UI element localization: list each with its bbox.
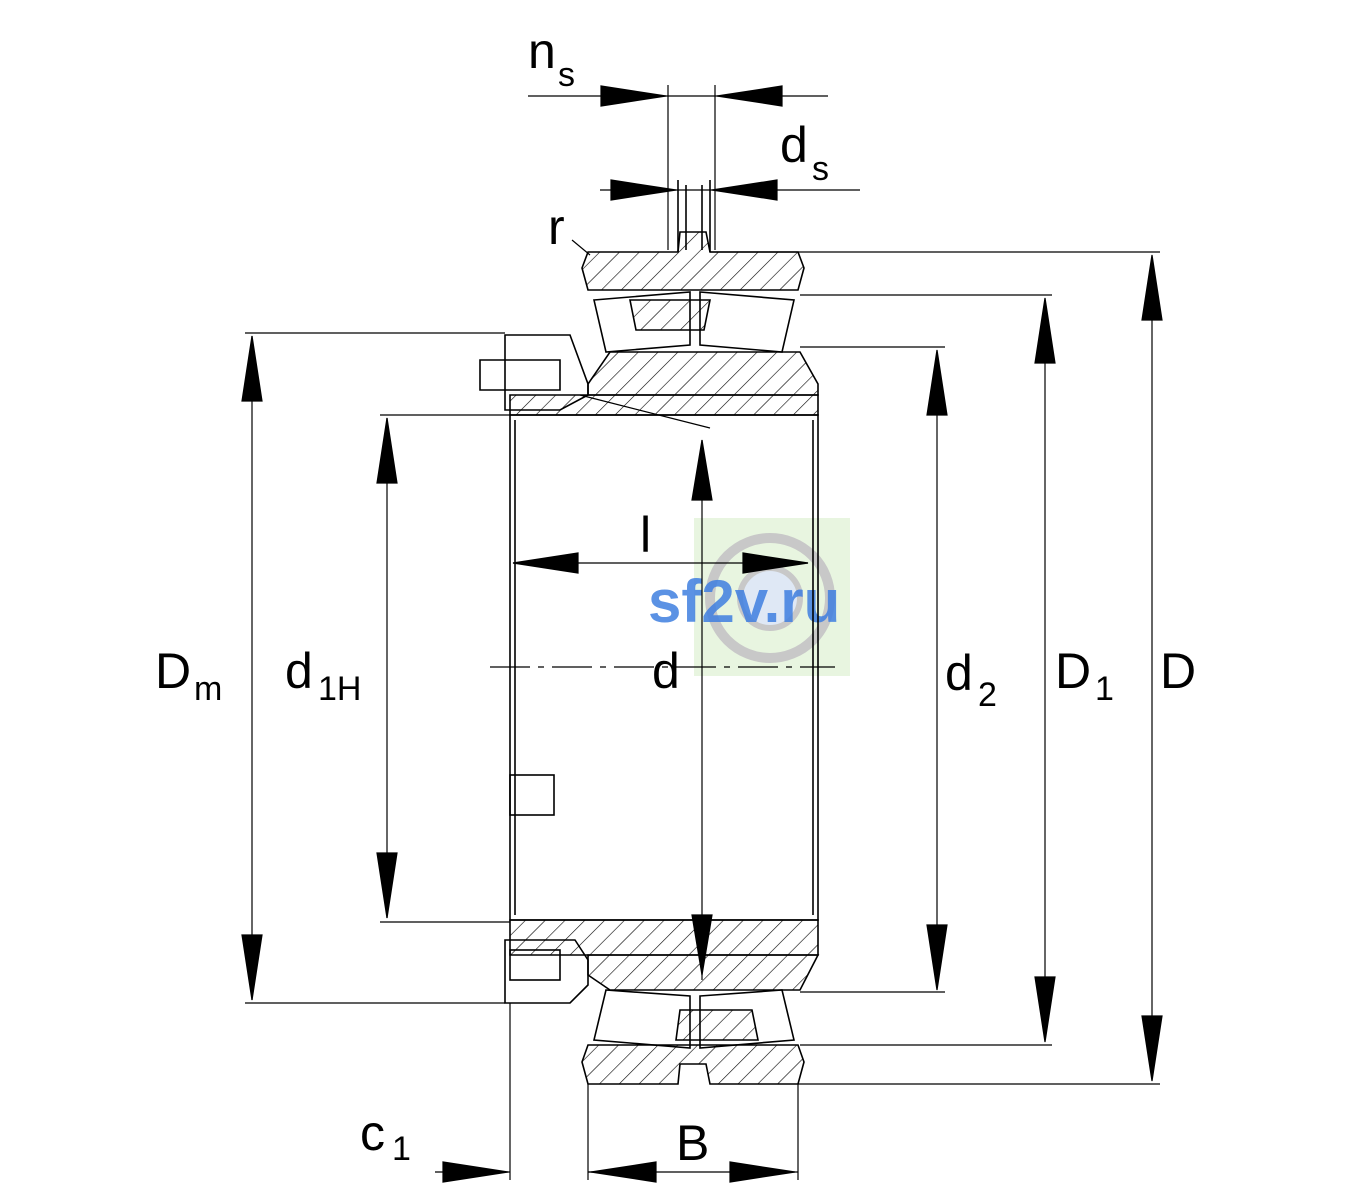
roller-top-left <box>593 291 691 353</box>
label-c1: c 1 <box>360 1105 411 1168</box>
lock-washer-top <box>479 359 561 391</box>
watermark-text: sf2v.ru <box>648 568 840 635</box>
svg-text:s: s <box>558 56 575 94</box>
label-r: r <box>548 199 565 255</box>
cage-top <box>629 299 711 331</box>
watermark: sf2v.ru <box>648 518 850 676</box>
svg-text:n: n <box>528 23 556 79</box>
label-ns: n s <box>528 23 575 94</box>
svg-text:2: 2 <box>978 676 997 714</box>
sleeve-slot <box>509 774 555 816</box>
svg-text:d: d <box>780 117 808 173</box>
watermark-bearing-icon <box>705 533 835 663</box>
label-D: D <box>1160 643 1196 699</box>
label-l: l <box>640 507 651 563</box>
outer-ring-top <box>581 231 805 291</box>
adapter-sleeve-top <box>509 394 819 416</box>
svg-text:1: 1 <box>1095 670 1114 708</box>
cage-bottom <box>675 1009 759 1041</box>
label-d2: d 2 <box>945 645 997 714</box>
label-ds: d s <box>780 117 829 188</box>
roller-top-right <box>699 291 795 353</box>
svg-text:D: D <box>155 643 191 699</box>
svg-text:m: m <box>194 670 222 708</box>
svg-text:D: D <box>1055 643 1091 699</box>
svg-text:s: s <box>812 150 829 188</box>
svg-text:1H: 1H <box>318 670 361 708</box>
label-B: B <box>676 1115 709 1171</box>
svg-text:d: d <box>945 645 973 701</box>
svg-text:c: c <box>360 1105 385 1161</box>
r-leader <box>571 239 591 256</box>
inner-ring-top <box>587 351 819 396</box>
label-D1: D 1 <box>1055 643 1114 708</box>
svg-text:d: d <box>285 643 313 699</box>
outer-ring-bottom <box>581 1044 805 1085</box>
label-d: d <box>652 643 680 699</box>
svg-text:1: 1 <box>392 1130 411 1168</box>
roller-bottom-left <box>593 989 691 1049</box>
label-d1H: d 1H <box>285 643 361 708</box>
locknut-top <box>504 334 589 411</box>
label-Dm: D m <box>155 643 222 708</box>
lock-washer-bottom <box>509 949 561 981</box>
